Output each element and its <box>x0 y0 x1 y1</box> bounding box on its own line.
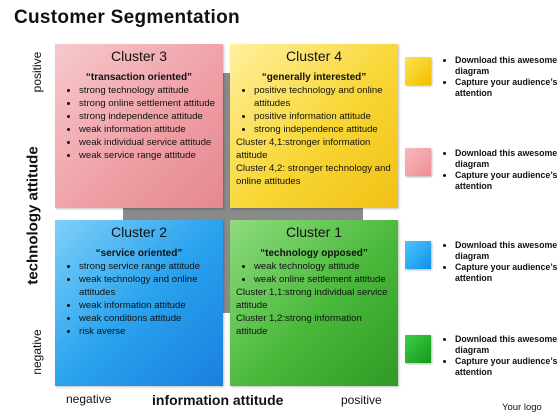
cluster-title: Cluster 2 <box>110 224 168 240</box>
blue-color-square <box>405 241 431 269</box>
x-axis-label: information attitude <box>152 392 284 408</box>
list-item: positive information attitude <box>254 110 392 123</box>
x-axis-positive-label: positive <box>341 393 382 407</box>
cluster-attribute-list: strong technology attitude strong online… <box>61 84 217 162</box>
cluster-attribute-list: weak technology attitude weak online set… <box>236 260 392 286</box>
list-item: positive technology and online attitudes <box>254 84 392 110</box>
x-axis-negative-label: negative <box>66 392 112 406</box>
side-note-list: Download this awesome diagram Capture yo… <box>443 55 560 99</box>
list-item: strong independence attitude <box>254 123 392 136</box>
cluster-title: Cluster 1 <box>285 224 343 240</box>
yellow-color-square <box>405 57 431 85</box>
list-item: Capture your audience’s attention <box>455 170 560 192</box>
list-item: Capture your audience’s attention <box>455 262 560 284</box>
list-item: weak technology attitude <box>254 260 392 273</box>
sub-cluster-note: Cluster 4,2: stronger technology and onl… <box>236 163 391 187</box>
side-note-list: Download this awesome diagram Capture yo… <box>443 334 560 378</box>
list-item: Capture your audience’s attention <box>455 77 560 99</box>
cluster-2-box: Cluster 2 “service oriented” strong serv… <box>55 220 223 386</box>
page-title: Customer Segmentation <box>14 7 240 28</box>
list-item: weak technology and online attitudes <box>79 273 217 299</box>
y-axis-positive-label: positive <box>30 51 44 93</box>
sub-cluster-note: Cluster 1,2:strong information attitude <box>236 313 362 337</box>
pink-color-square <box>405 148 431 176</box>
list-item: strong online settlement attitude <box>79 97 217 110</box>
cluster-title: Cluster 4 <box>285 48 343 64</box>
list-item: strong service range attitude <box>79 260 217 273</box>
cluster-4-box: Cluster 4 “generally interested” positiv… <box>230 44 398 208</box>
list-item: Download this awesome diagram <box>455 334 560 356</box>
sub-cluster-note: Cluster 1,1:strong individual service at… <box>236 287 388 311</box>
side-note-list: Download this awesome diagram Capture yo… <box>443 240 560 284</box>
list-item: weak online settlement attitude <box>254 273 392 286</box>
sub-cluster-note: Cluster 4,1:stronger information attitud… <box>236 137 371 161</box>
y-axis-label: technology attitude <box>24 146 42 285</box>
cluster-title: Cluster 3 <box>110 48 168 64</box>
cluster-subtitle: “generally interested” <box>261 72 367 83</box>
y-axis-negative-label: negative <box>30 329 44 375</box>
cluster-subtitle: “technology opposed” <box>260 248 368 259</box>
list-item: weak information attitude <box>79 299 217 312</box>
list-item: weak conditions attitude <box>79 312 217 325</box>
list-item: weak information attitude <box>79 123 217 136</box>
logo-placeholder: Your logo <box>502 402 542 413</box>
list-item: Download this awesome diagram <box>455 148 560 170</box>
cluster-attribute-list: positive technology and online attitudes… <box>236 84 392 136</box>
cluster-subtitle: “service oriented” <box>95 248 183 259</box>
list-item: Capture your audience’s attention <box>455 356 560 378</box>
list-item: weak individual service attitude <box>79 136 217 149</box>
list-item: strong independence attitude <box>79 110 217 123</box>
cluster-3-box: Cluster 3 “transaction oriented” strong … <box>55 44 223 208</box>
list-item: Download this awesome diagram <box>455 240 560 262</box>
list-item: risk averse <box>79 325 217 338</box>
list-item: strong technology attitude <box>79 84 217 97</box>
green-color-square <box>405 335 431 363</box>
cluster-attribute-list: strong service range attitude weak techn… <box>61 260 217 338</box>
cluster-1-box: Cluster 1 “technology opposed” weak tech… <box>230 220 398 386</box>
cluster-subtitle: “transaction oriented” <box>85 72 193 83</box>
list-item: weak service range attitude <box>79 149 217 162</box>
list-item: Download this awesome diagram <box>455 55 560 77</box>
side-note-list: Download this awesome diagram Capture yo… <box>443 148 560 192</box>
